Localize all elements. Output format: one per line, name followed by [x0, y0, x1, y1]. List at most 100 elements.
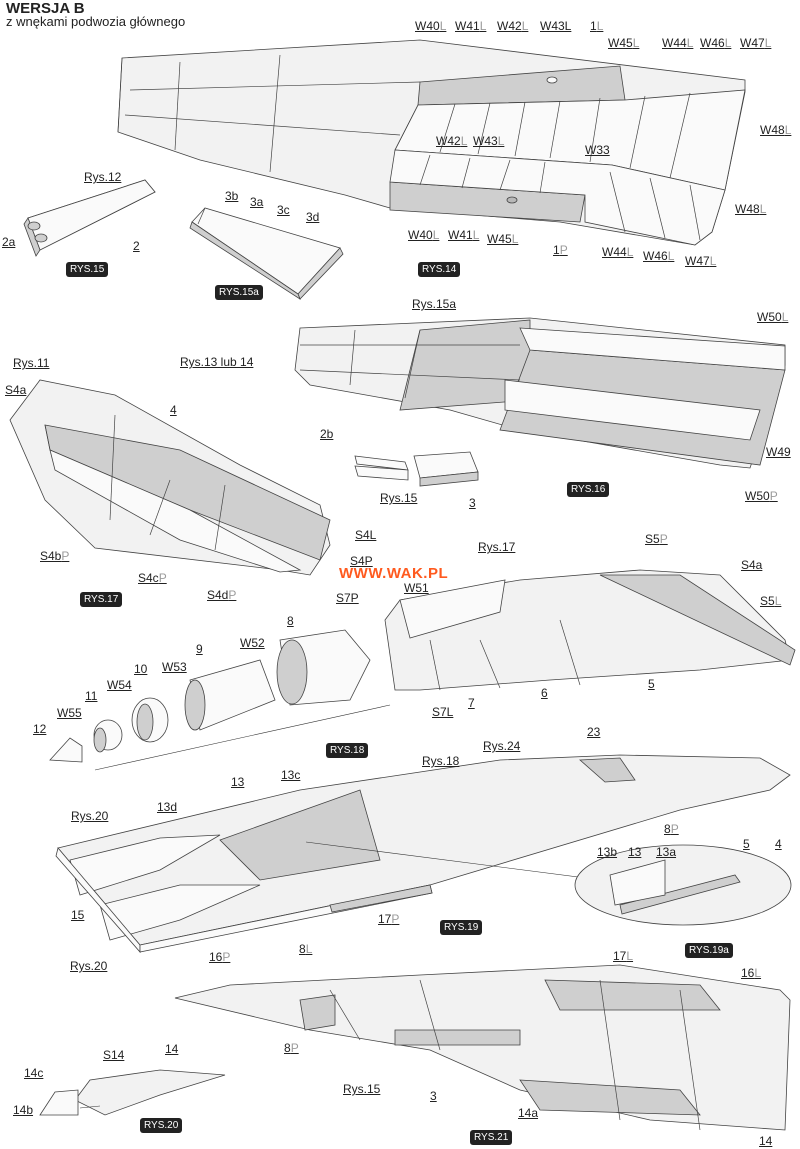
label-s7p: S7P — [336, 591, 359, 605]
rys15-part-2 — [23, 179, 156, 257]
rys18-exhaust-parts — [49, 629, 391, 771]
label-w55: W55 — [57, 706, 82, 720]
badge-rys19a: RYS.19a — [685, 943, 733, 958]
label-2: 2 — [133, 239, 140, 253]
label-13: 13 — [231, 775, 245, 789]
label-rys15a-ref: Rys.15a — [412, 297, 457, 311]
label-13a: 13a — [656, 845, 677, 859]
rys18-nacelle-right — [384, 569, 796, 691]
badge-rys15: RYS.15 — [66, 262, 109, 277]
label-2a: 2a — [2, 235, 16, 249]
label-rys13-lub-14: Rys.13 lub 14 — [180, 355, 254, 369]
rys20-nose-part — [39, 1069, 226, 1116]
label-rys11-ref: Rys.11 — [13, 356, 50, 370]
badge-rys18: RYS.18 — [326, 743, 369, 758]
label-s4dp: S4dP — [207, 588, 237, 602]
label-8p-lower: 8P — [284, 1041, 299, 1055]
label-16p: 16P — [209, 950, 231, 964]
label-rys15-ref: Rys.15 — [380, 491, 418, 505]
label-13-detail: 13 — [628, 845, 642, 859]
label-w46l: W46L — [700, 36, 732, 50]
label-s14: S14 — [103, 1048, 125, 1062]
label-3d: 3d — [306, 210, 320, 224]
label-4: 4 — [170, 403, 177, 417]
label-12: 12 — [33, 722, 47, 736]
label-17p: 17P — [378, 912, 400, 926]
label-13d: 13d — [157, 800, 178, 814]
label-3a: 3a — [250, 195, 264, 209]
label-w45l: W45L — [608, 36, 640, 50]
label-w41l-b: W41L — [448, 228, 480, 242]
label-w42l-mid: W42L — [436, 134, 468, 148]
label-14a: 14a — [518, 1106, 539, 1120]
label-7: 7 — [468, 696, 475, 710]
label-17l: 17L — [613, 949, 634, 963]
label-w33: W33 — [585, 143, 610, 157]
rys16-small-parts — [354, 451, 479, 487]
label-14: 14 — [165, 1042, 179, 1056]
page-title: WERSJA B — [6, 0, 85, 17]
badge-rys17: RYS.17 — [80, 592, 123, 607]
label-w46l-b: W46L — [643, 249, 675, 263]
label-16l: 16L — [741, 966, 762, 980]
rys15a-part-3 — [189, 207, 344, 301]
badge-rys15a: RYS.15a — [215, 285, 263, 300]
label-w40l: W40L — [415, 19, 447, 33]
label-w50p: W50P — [745, 489, 778, 503]
label-4-detail: 4 — [775, 837, 782, 851]
label-5: 5 — [648, 677, 655, 691]
label-rys12-ref: Rys.12 — [84, 170, 122, 184]
label-10: 10 — [134, 662, 148, 676]
label-8: 8 — [287, 614, 294, 628]
badge-rys16: RYS.16 — [567, 482, 610, 497]
label-3b: 3b — [225, 189, 239, 203]
badge-rys14: RYS.14 — [418, 262, 461, 277]
label-w54: W54 — [107, 678, 132, 692]
label-w47l-b: W47L — [685, 254, 717, 268]
label-3-lower: 3 — [430, 1089, 437, 1103]
label-14b: 14b — [13, 1103, 34, 1117]
label-15: 15 — [71, 908, 85, 922]
label-s5l: S5L — [760, 594, 782, 608]
label-w45l-b: W45L — [487, 232, 519, 246]
rys21-upper-fuselage — [174, 964, 791, 1131]
label-w48l-top: W48L — [760, 123, 792, 137]
label-w44l-b: W44L — [602, 245, 634, 259]
label-w43l-mid: W43L — [473, 134, 505, 148]
label-w51: W51 — [404, 581, 429, 595]
label-part-1p: 1P — [553, 243, 568, 257]
label-11: 11 — [85, 689, 98, 703]
badge-rys21: RYS.21 — [470, 1130, 513, 1145]
label-w47l: W47L — [740, 36, 772, 50]
label-s4cp: S4cP — [138, 571, 167, 585]
label-rys20-ref-bottom: Rys.20 — [70, 959, 108, 973]
label-w42l: W42L — [497, 19, 529, 33]
label-3c: 3c — [277, 203, 290, 217]
label-w40l-b: W40L — [408, 228, 440, 242]
label-w50l: W50L — [757, 310, 789, 324]
label-rys15-ref-lower: Rys.15 — [343, 1082, 381, 1096]
label-3: 3 — [469, 496, 476, 510]
watermark: WWW.WAK.PL — [339, 565, 449, 582]
label-14c: 14c — [24, 1066, 44, 1080]
label-rys17-ref: Rys.17 — [478, 540, 516, 554]
label-5-detail: 5 — [743, 837, 750, 851]
badge-rys20: RYS.20 — [140, 1118, 183, 1133]
label-s4l: S4L — [355, 528, 377, 542]
label-14-lower: 14 — [759, 1134, 773, 1148]
label-s7l: S7L — [432, 705, 454, 719]
rys19a-detail — [574, 844, 792, 926]
rys19-lower-fuselage — [55, 754, 791, 954]
label-part-1l: 1L — [590, 19, 604, 33]
label-rys20-ref-top: Rys.20 — [71, 809, 109, 823]
label-s4bp: S4bP — [40, 549, 70, 563]
label-w49: W49 — [766, 445, 791, 459]
label-13b: 13b — [597, 845, 618, 859]
label-w44l: W44L — [662, 36, 694, 50]
label-8p: 8P — [664, 822, 679, 836]
label-9: 9 — [196, 642, 203, 656]
label-8l: 8L — [299, 942, 313, 956]
label-w53: W53 — [162, 660, 187, 674]
label-s4a: S4a — [5, 383, 27, 397]
